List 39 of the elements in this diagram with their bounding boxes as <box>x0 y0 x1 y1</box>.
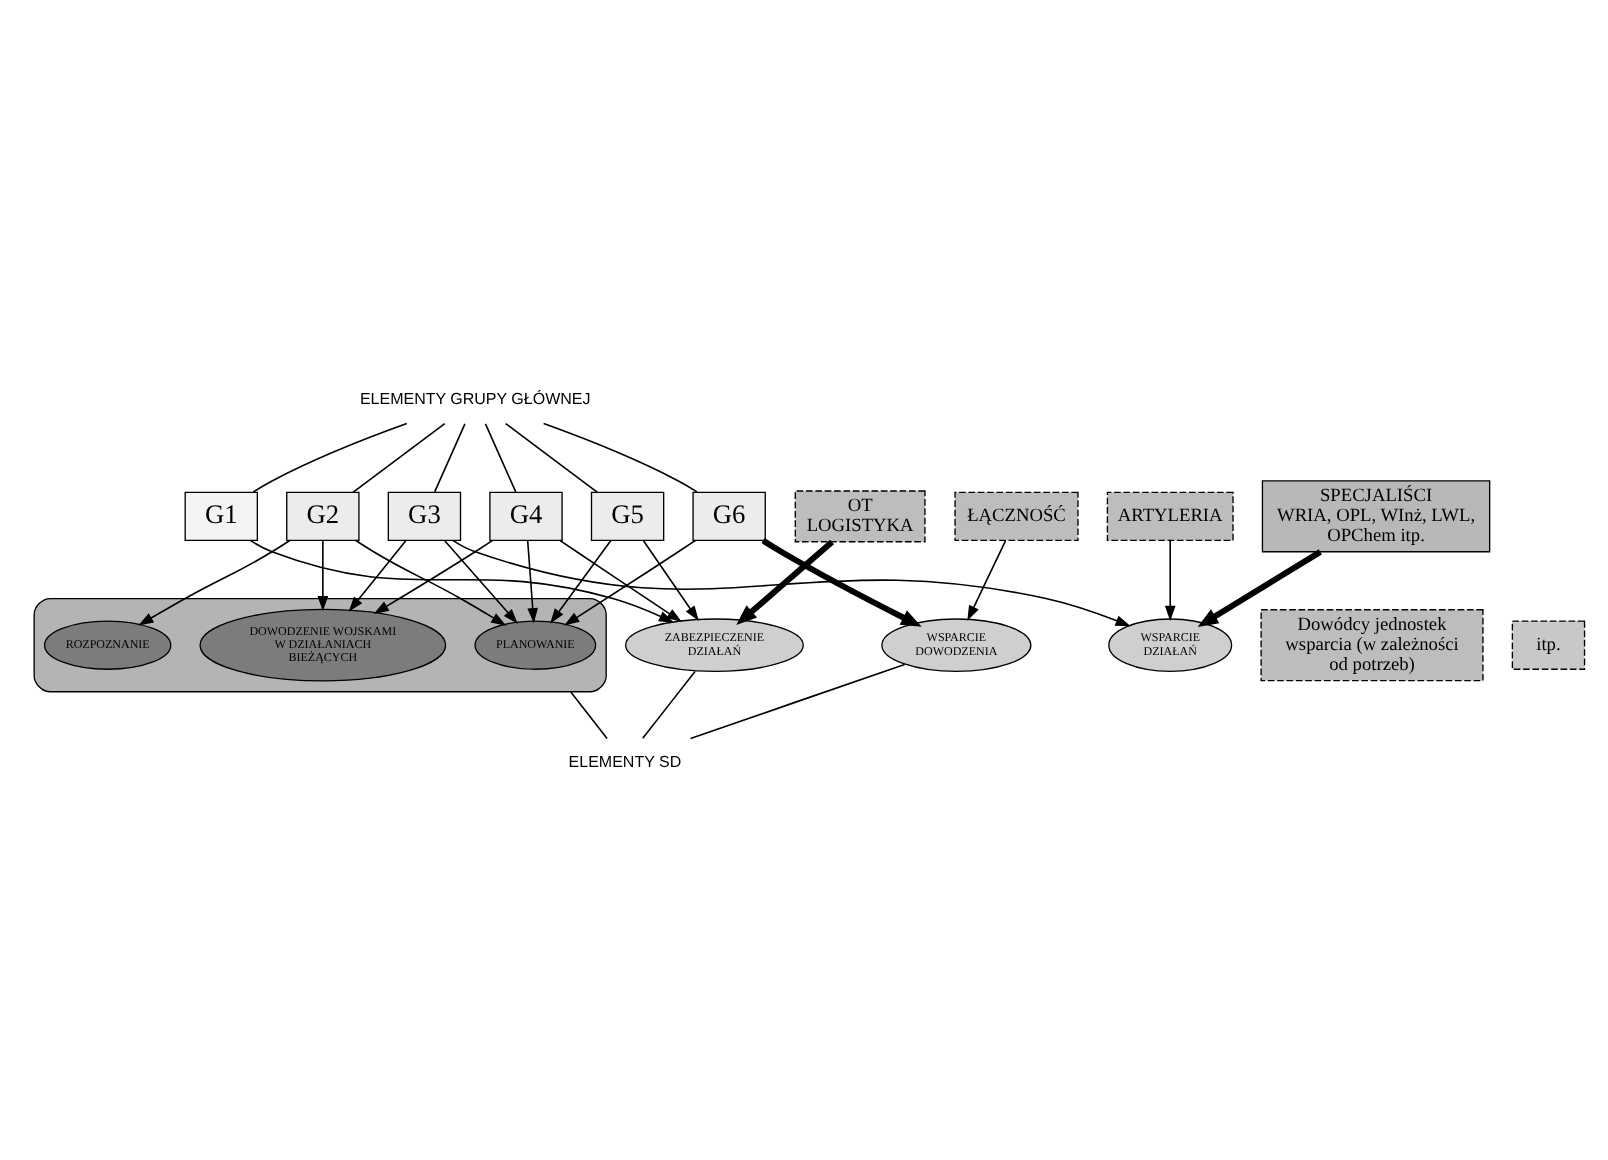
node-box: G4 <box>489 490 563 541</box>
arrow <box>967 539 1007 620</box>
arrow <box>373 538 494 613</box>
connector <box>641 669 696 739</box>
arrow <box>452 538 1131 626</box>
connector <box>542 421 698 492</box>
connector <box>484 422 517 492</box>
connector <box>352 421 446 492</box>
arrow <box>761 537 922 626</box>
arrow <box>736 538 834 624</box>
node-box: G3 <box>387 490 462 541</box>
node-box: G2 <box>286 490 360 541</box>
arrow <box>1164 539 1176 621</box>
arrow <box>564 538 697 625</box>
arrow <box>348 539 407 611</box>
arrow <box>526 539 539 623</box>
arrow <box>249 538 675 622</box>
node-box: OT LOGISTYKA <box>794 489 926 542</box>
node-box: ŁĄCZNOŚĆ <box>954 490 1079 541</box>
arrow <box>138 538 291 625</box>
connector <box>689 662 906 739</box>
node-box: itp. <box>1511 619 1586 669</box>
connector <box>433 422 466 492</box>
node-box: G5 <box>590 490 665 541</box>
node-box: G6 <box>692 490 766 541</box>
node-box: Dowódcy jednostek wsparcia (w zależności od potrzeb) <box>1260 608 1484 681</box>
node-box: G1 <box>184 490 259 541</box>
node-box: ARTYLERIA <box>1106 490 1234 541</box>
connector <box>252 421 408 492</box>
arrow <box>355 538 507 625</box>
connector <box>504 421 598 492</box>
connector <box>569 689 608 739</box>
arrow <box>1197 548 1322 626</box>
arrow <box>550 539 612 623</box>
node-box: SPECJALIŚCI WRIA, OPL, WInż, LWL, OPChem itp. <box>1261 479 1491 552</box>
arrow <box>443 539 518 623</box>
arrow <box>559 538 682 622</box>
arrow <box>642 539 699 621</box>
arrow <box>317 539 329 611</box>
